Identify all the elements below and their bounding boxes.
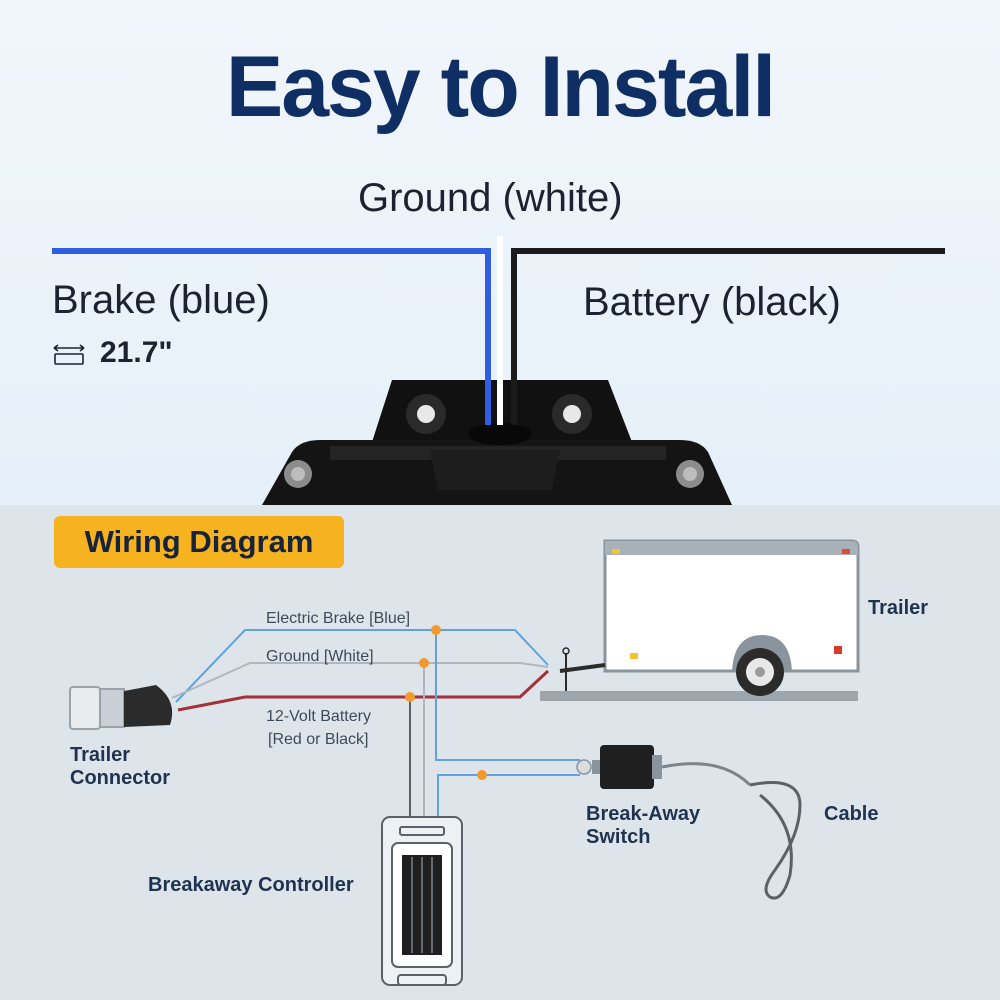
wiring-diagram-badge: Wiring Diagram [54, 516, 344, 568]
trailer-connector-label: Trailer Connector [70, 744, 170, 789]
brake-junction [431, 625, 441, 635]
breakaway-controller-label: Breakaway Controller [148, 874, 354, 896]
trailer-label: Trailer [868, 597, 929, 619]
product-photo-section: Easy to Install Ground (white) [0, 0, 1000, 505]
switch-icon [576, 745, 752, 789]
length-value: 21.7" [100, 336, 173, 369]
controller-wire-blue [435, 630, 580, 761]
switch-wire-blue [437, 774, 580, 817]
length-icon [53, 344, 85, 365]
electric-brake-wire [175, 629, 549, 703]
controller-icon [381, 816, 463, 986]
battery-junction [405, 692, 415, 702]
electric-brake-label: Electric Brake [Blue] [266, 610, 410, 627]
battery-wire-label: Battery (black) [583, 280, 841, 324]
battery-label-line1: 12-Volt Battery [266, 708, 371, 725]
ground-line [171, 662, 549, 699]
ground-junction [419, 658, 429, 668]
cable-label: Cable [824, 803, 879, 825]
brake-wire [52, 248, 491, 425]
battery-label-line2: [Red or Black] [268, 731, 368, 748]
page-title: Easy to Install [225, 39, 776, 135]
battery-line [177, 669, 550, 712]
length-spec: 21.7" [52, 336, 173, 370]
brake-wire-label: Brake (blue) [52, 278, 270, 322]
connector-icon [69, 685, 173, 730]
ground-label: Ground [White] [266, 648, 374, 665]
switch-junction [477, 770, 487, 780]
wire-lines [52, 248, 945, 505]
battery-wire [511, 248, 945, 425]
ground-wire-label: Ground (white) [358, 176, 623, 220]
trailer-icon [540, 539, 860, 701]
breakaway-switch-label: Break-Away Switch [586, 803, 701, 848]
cable-icon [749, 781, 802, 900]
wiring-diagram: Electric Brake [Blue] Ground [White] 12-… [69, 539, 860, 986]
